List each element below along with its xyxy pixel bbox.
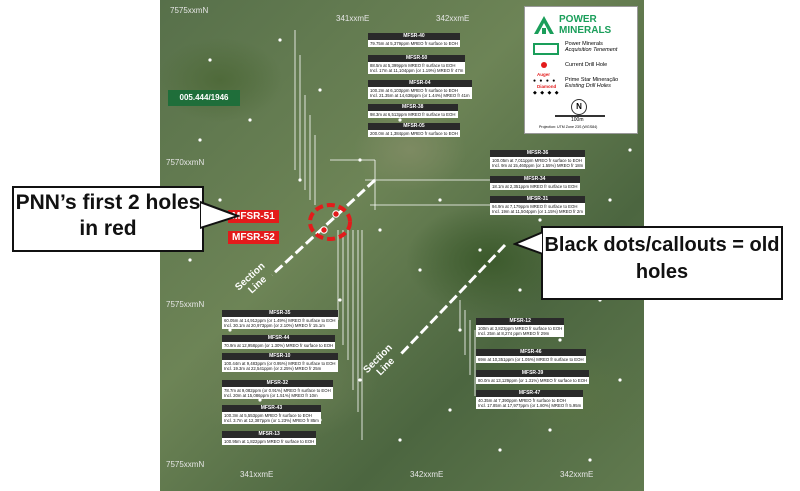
- grid-label-left-3: 7575xxmN: [166, 460, 205, 469]
- legend-current-hole-symbol: [541, 62, 547, 68]
- legend-auger-tag: Auger: [537, 72, 551, 77]
- black-dots-callout: Black dots/callouts = old holes: [541, 226, 783, 300]
- grid-label-bottom-1: 341xxmE: [240, 470, 274, 479]
- section-line-lower: [398, 243, 507, 357]
- black-dots-callout-pointer: [513, 230, 543, 256]
- legend-diamond-tag: Diamond: [537, 84, 557, 89]
- pnn-callout-pointer: [200, 200, 240, 230]
- grid-label-top-right: 342xxmE: [436, 14, 470, 23]
- pnn-holes-ring: [308, 203, 352, 241]
- pnn-callout: PNN’s first 2 holes in red: [12, 186, 204, 252]
- grid-label-top-left: 7575xxmN: [170, 6, 209, 15]
- leader-lines: [294, 30, 490, 440]
- legend-tenement-symbol: [533, 43, 559, 55]
- grid-label-left-2: 7575xxmN: [166, 300, 205, 309]
- scale-label: 100m: [571, 117, 584, 123]
- grid-label-bottom-3: 342xxmE: [560, 470, 594, 479]
- grid-label-top-mid: 341xxmE: [336, 14, 370, 23]
- grid-label-bottom-2: 342xxmE: [410, 470, 444, 479]
- north-arrow-icon: N: [571, 99, 587, 115]
- map-overlay: [188, 30, 632, 462]
- legend-auger-dots: ● ● ● ●: [533, 78, 557, 84]
- scale-bar: [555, 115, 605, 117]
- legend-diamond-dots: ◆ ◆ ◆ ◆: [533, 90, 560, 96]
- power-minerals-logo-icon: [534, 16, 554, 34]
- pnn-hole-51: [332, 210, 340, 218]
- grid-label-left-1: 7570xxmN: [166, 158, 205, 167]
- coordinate-label: 005.444/1946: [168, 90, 240, 106]
- pnn-label-52: MFSR-52: [228, 231, 279, 244]
- legend-current-hole-text: Current Drill Hole: [565, 62, 608, 68]
- projection-label: Projection: UTM Zone 23S (WGS84): [539, 125, 598, 129]
- pnn-label-51: MFSR-51: [228, 210, 279, 223]
- pnn-hole-52: [320, 226, 328, 234]
